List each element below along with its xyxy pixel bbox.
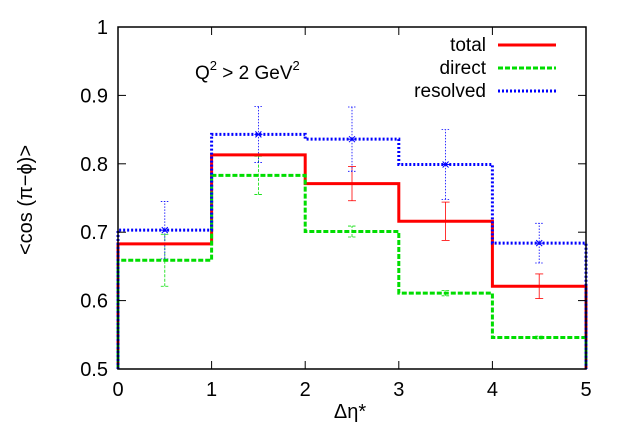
- y-tick-label: 0.5: [80, 359, 108, 381]
- x-tick-label: 5: [580, 379, 591, 401]
- y-tick-label: 0.7: [80, 222, 108, 244]
- y-tick-label: 0.8: [80, 154, 108, 176]
- series-lines: [116, 132, 588, 369]
- x-tick-label: 2: [300, 379, 311, 401]
- x-tick-label: 0: [112, 379, 123, 401]
- series-line-resolved: [116, 132, 588, 369]
- q2-annotation: Q2 > 2 GeV2: [195, 58, 300, 84]
- legend-label-direct: direct: [440, 58, 487, 79]
- y-tick-label: 1: [97, 17, 108, 39]
- series-line-direct: [116, 173, 588, 369]
- x-tick-label: 4: [487, 379, 498, 401]
- y-axis-label: <cos (π−ϕ)>: [15, 145, 37, 255]
- legend-label-total: total: [450, 35, 486, 56]
- legend: total direct resolved: [414, 35, 556, 102]
- x-tick-label: 1: [206, 379, 217, 401]
- x-tick-label: 3: [393, 379, 404, 401]
- axis-ticks: 0 1 2 3 4 5 0.5 0.6 0.7 0.8 0.9 1: [80, 17, 591, 401]
- x-axis-label: Δη*: [334, 401, 366, 423]
- y-tick-label: 0.9: [80, 85, 108, 107]
- y-tick-label: 0.6: [80, 291, 108, 313]
- plot-frame: [117, 26, 587, 370]
- series-line-total: [116, 153, 588, 369]
- legend-label-resolved: resolved: [414, 81, 486, 102]
